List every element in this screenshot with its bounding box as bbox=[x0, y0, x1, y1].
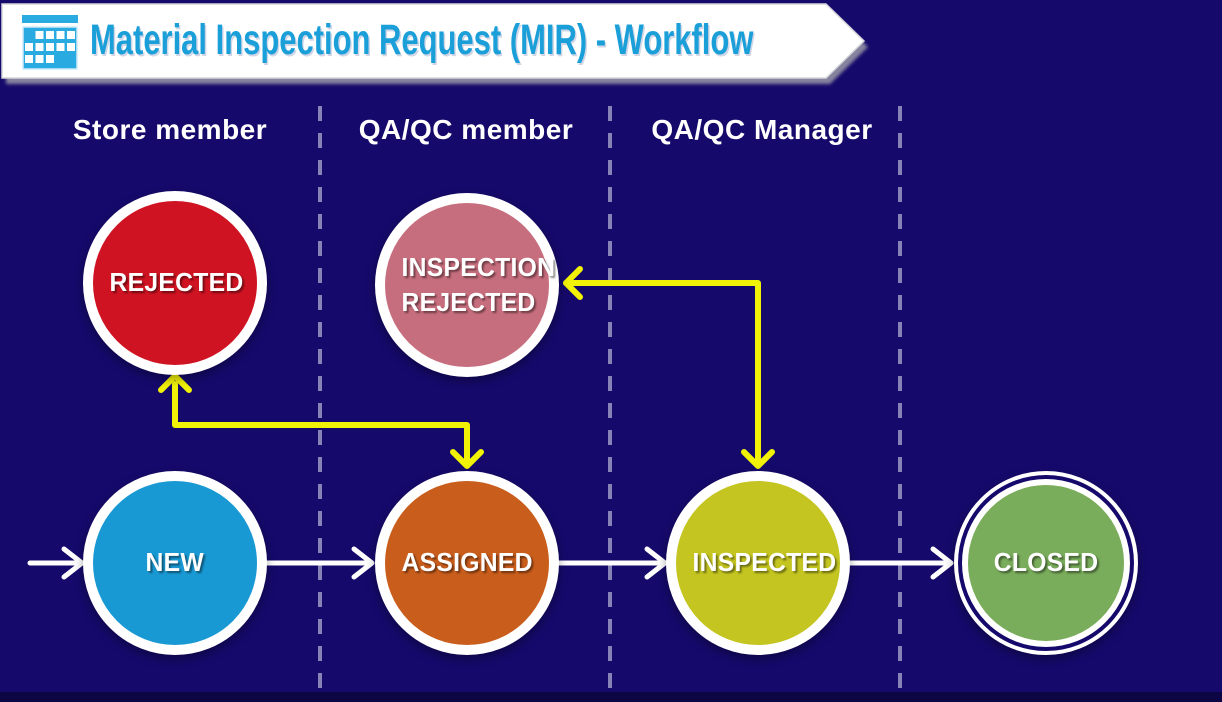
state-label: REJECTED bbox=[109, 267, 244, 298]
lane-divider-3 bbox=[898, 106, 902, 702]
banner-shape bbox=[1, 3, 868, 84]
lane-divider-1 bbox=[318, 106, 322, 702]
lane-label-qaqc-member: QA/QC member bbox=[358, 114, 574, 145]
state-node-rejected: REJECTED bbox=[83, 191, 267, 375]
state-node-inspected: INSPECTED bbox=[666, 471, 850, 655]
state-label: ASSIGNED bbox=[401, 547, 533, 578]
flow-arrowhead-assigned-inspected bbox=[644, 546, 668, 580]
reject-arrowhead-down-assigned bbox=[450, 449, 484, 469]
state-node-assigned: ASSIGNED bbox=[375, 471, 559, 655]
state-node-closed-inner: CLOSED bbox=[962, 479, 1130, 647]
state-label: NEW bbox=[145, 547, 205, 578]
footer-strip bbox=[0, 692, 1222, 702]
reject-arrowhead-down-inspected bbox=[741, 449, 775, 469]
reject-arrowhead-up-rejected bbox=[158, 373, 192, 393]
calendar-grid-icon bbox=[22, 15, 78, 70]
flow-arrowhead-inspected-closed bbox=[930, 546, 954, 580]
reject-arrowhead-left-inspection-rejected bbox=[563, 266, 583, 300]
state-node-inspection-rejected: INSPECTION REJECTED bbox=[375, 193, 559, 377]
reject-arrow-inspected-inspection-rejected bbox=[563, 280, 761, 465]
page-title: Material Inspection Request (MIR) - Work… bbox=[90, 16, 754, 64]
header-banner: Material Inspection Request (MIR) - Work… bbox=[0, 0, 880, 94]
state-label: INSPECTED bbox=[692, 547, 837, 578]
lane-label-qaqc-manager: QA/QC Manager bbox=[651, 114, 873, 145]
flow-arrowhead-new-assigned bbox=[351, 546, 375, 580]
state-node-closed: CLOSED bbox=[954, 471, 1138, 655]
lane-label-store-member: Store member bbox=[72, 114, 268, 145]
state-label: INSPECTION REJECTED bbox=[401, 251, 556, 317]
state-label: CLOSED bbox=[993, 547, 1099, 578]
flow-arrowhead-start-new bbox=[61, 546, 85, 580]
state-node-new: NEW bbox=[83, 471, 267, 655]
banner-plate bbox=[1, 3, 866, 79]
lane-divider-2 bbox=[608, 106, 612, 702]
